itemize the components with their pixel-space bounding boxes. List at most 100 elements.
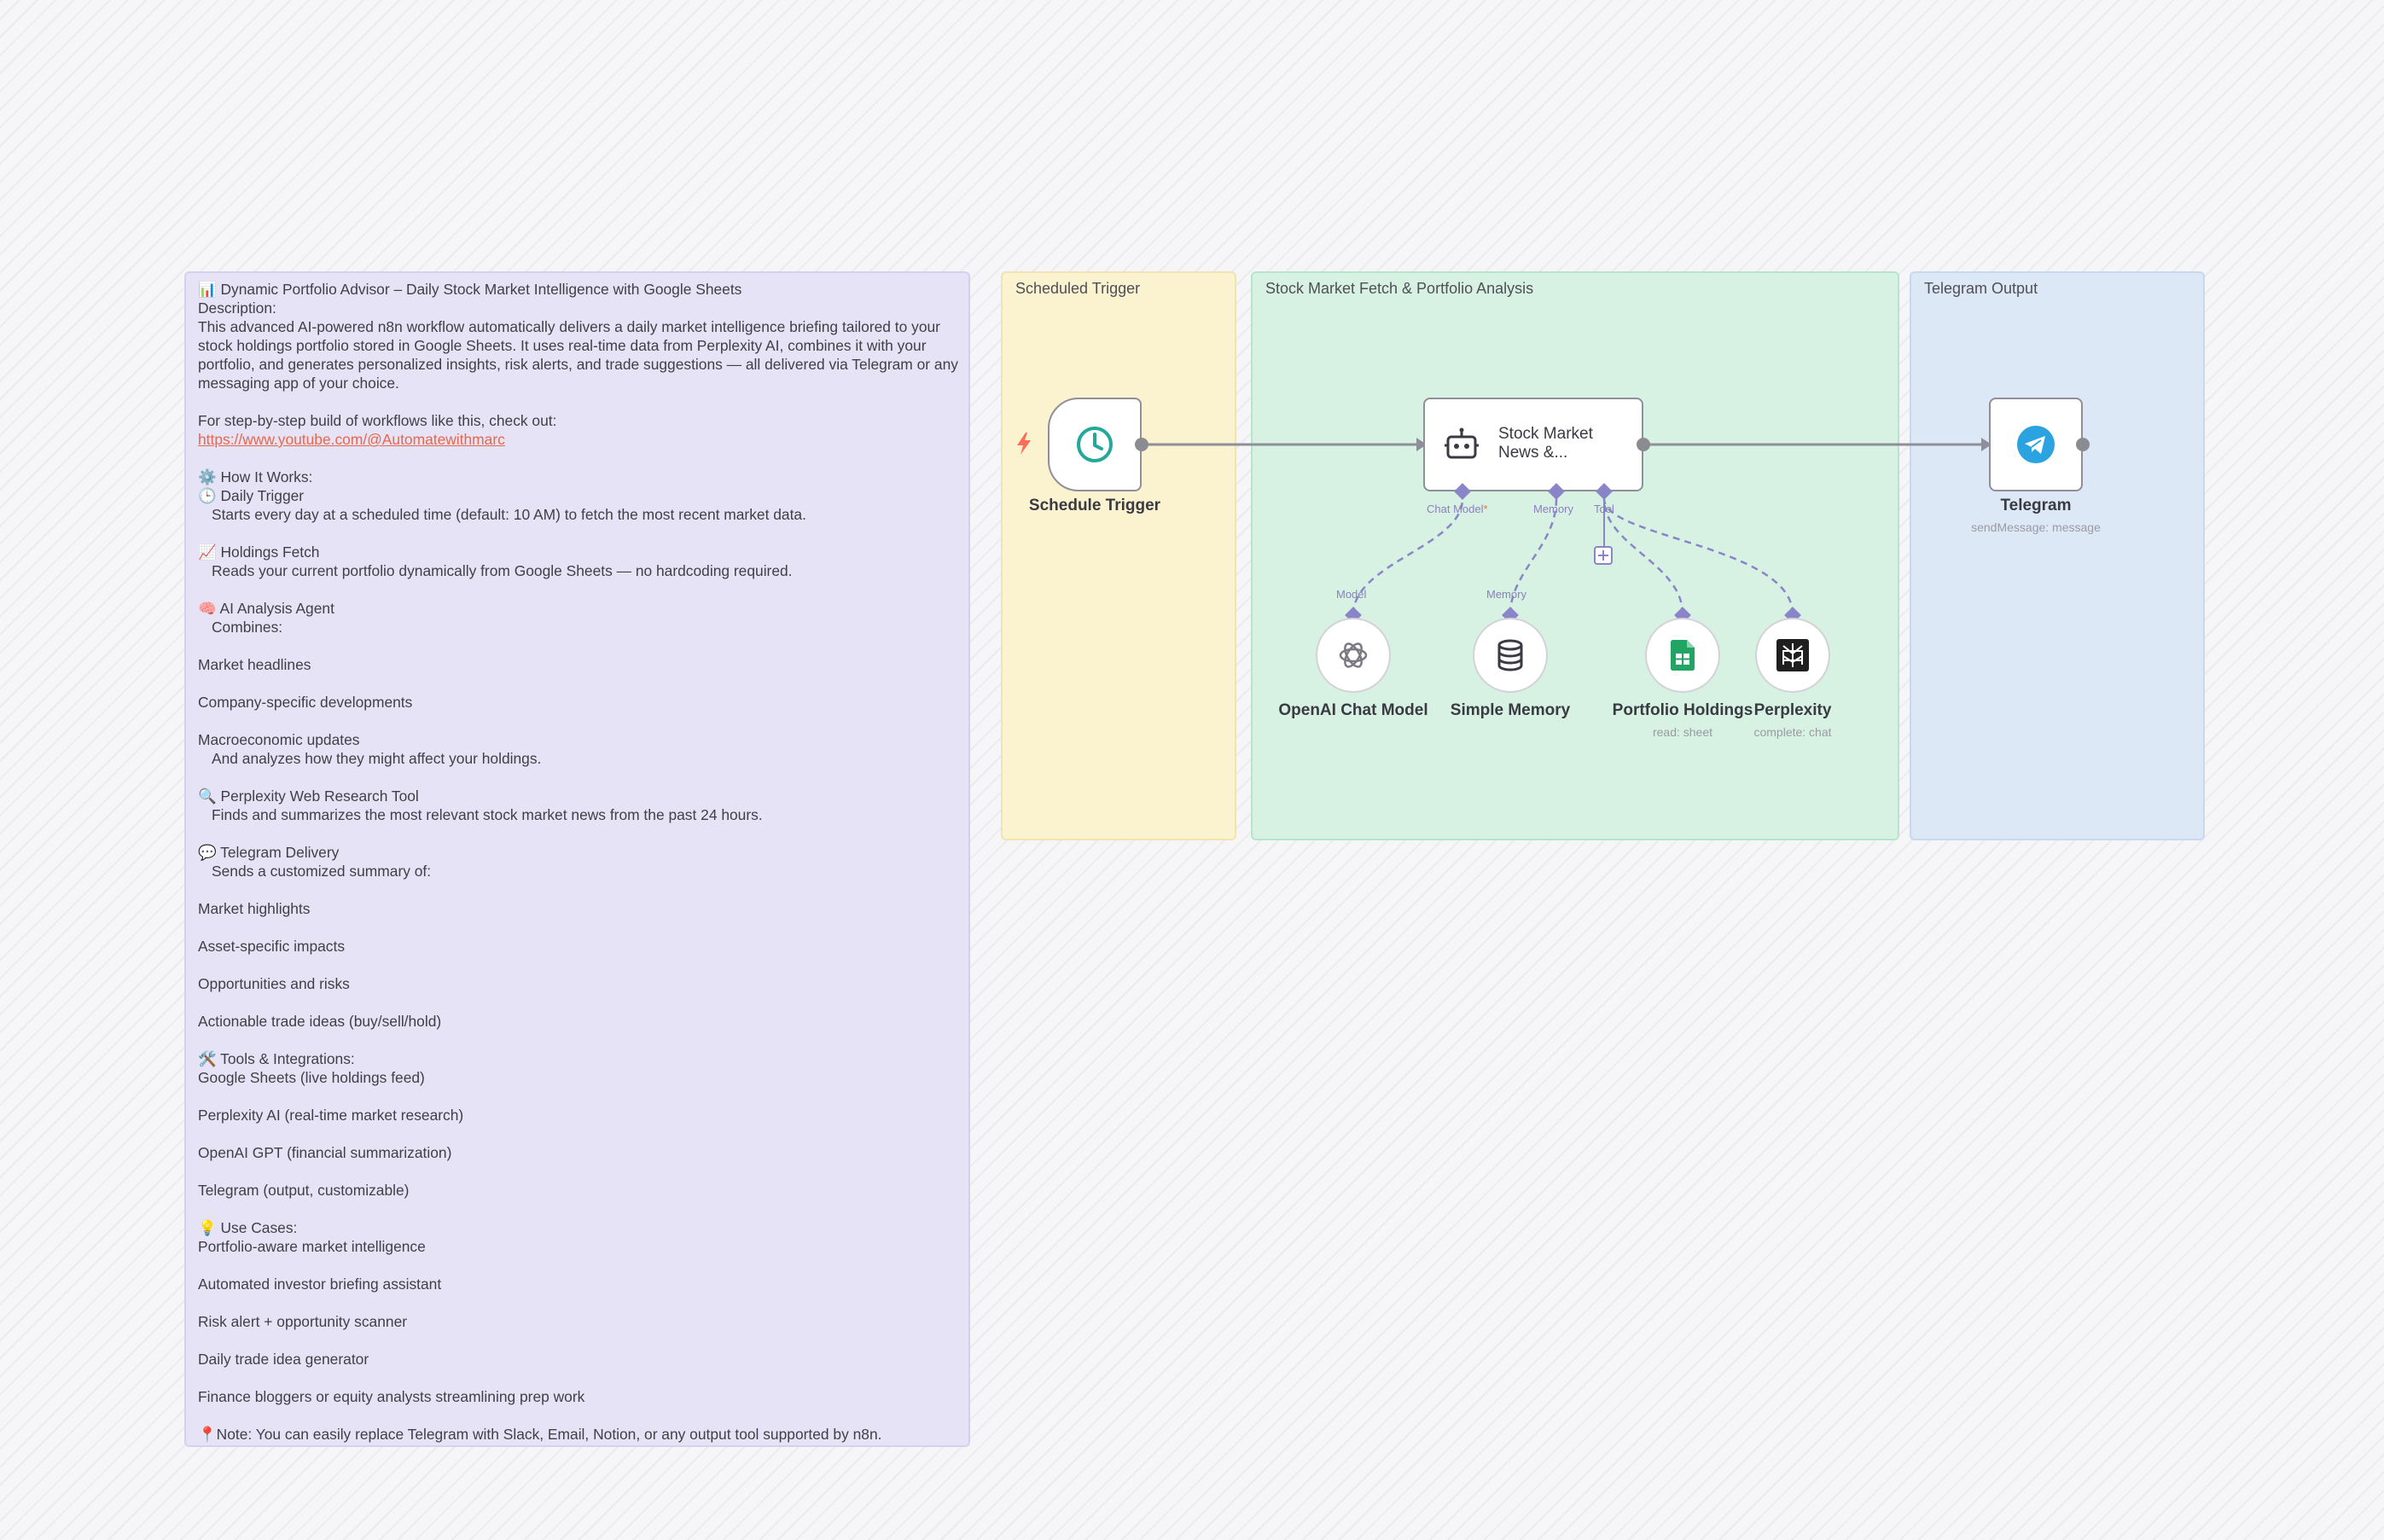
note-line: Portfolio-aware market intelligence — [198, 1238, 426, 1255]
note-spacer — [198, 1369, 957, 1387]
database-icon — [1496, 639, 1525, 671]
note-spacer — [198, 824, 957, 843]
trigger-bolt-icon — [1015, 432, 1032, 456]
perplexity-icon — [1776, 639, 1809, 671]
stock-market-agent-node[interactable]: Stock Market News &... — [1423, 398, 1643, 491]
schedule-trigger-label: Schedule Trigger — [1028, 497, 1161, 514]
note-spacer — [198, 1031, 957, 1049]
note-line: stock holdings portfolio stored in Googl… — [198, 337, 927, 354]
workflow-description-note[interactable]: 📊 Dynamic Portfolio Advisor – Daily Stoc… — [184, 271, 970, 1447]
note-line: Daily trade idea generator — [198, 1351, 369, 1368]
openai-icon — [1336, 638, 1370, 672]
note-line: Opportunities and risks — [198, 975, 350, 992]
note-spacer — [198, 956, 957, 974]
perplexity-label: Perplexity — [1753, 701, 1832, 719]
note-spacer — [198, 1293, 957, 1312]
note-line: 🧠 AI Analysis Agent — [198, 600, 334, 617]
note-line: OpenAI GPT (financial summarization) — [198, 1144, 452, 1161]
perplexity-subtitle: complete: chat — [1753, 725, 1832, 739]
simple-memory-label: Simple Memory — [1450, 701, 1571, 719]
note-line: This advanced AI-powered n8n workflow au… — [198, 318, 940, 335]
group-telegram-output[interactable]: Telegram Output — [1910, 271, 2205, 840]
group-stock-market-analysis[interactable]: Stock Market Fetch & Portfolio Analysis — [1251, 271, 1899, 840]
required-mark: * — [1483, 503, 1488, 515]
note-line: Macroeconomic updates — [198, 731, 360, 748]
group-title: Stock Market Fetch & Portfolio Analysis — [1265, 280, 1534, 297]
chat-model-port-label: Chat Model* — [1427, 503, 1488, 515]
note-line: Google Sheets (live holdings feed) — [198, 1069, 425, 1086]
note-line: Starts every day at a scheduled time (de… — [212, 506, 806, 523]
note-line: 📈 Holdings Fetch — [198, 543, 320, 561]
note-spacer — [198, 1162, 957, 1181]
portfolio-holdings-label: Portfolio Holdings — [1612, 701, 1753, 719]
agent-output-handle[interactable] — [1637, 438, 1650, 451]
note-line: Company-specific developments — [198, 694, 413, 711]
note-line: Telegram (output, customizable) — [198, 1182, 410, 1199]
note-line: Finance bloggers or equity analysts stre… — [198, 1388, 585, 1405]
note-line: Combines: — [212, 619, 283, 636]
robot-icon — [1442, 425, 1481, 464]
telegram-icon — [1991, 399, 2081, 490]
note-line: Finds and summarizes the most relevant s… — [212, 806, 763, 823]
telegram-label: Telegram — [2000, 497, 2072, 514]
note-spacer — [198, 449, 957, 468]
google-sheets-icon — [1671, 640, 1695, 671]
telegram-output-handle[interactable] — [2076, 438, 2090, 451]
telegram-subtitle: sendMessage: message — [1971, 520, 2101, 534]
agent-label-line1: Stock Market — [1498, 425, 1593, 443]
schedule-trigger-node[interactable] — [1048, 398, 1142, 491]
note-spacer — [198, 1256, 957, 1275]
note-spacer — [198, 1406, 957, 1425]
note-spacer — [198, 993, 957, 1012]
note-line: Sends a customized summary of: — [212, 863, 432, 880]
openai-chat-model-node[interactable] — [1316, 618, 1391, 693]
model-port-label: Model — [1336, 588, 1367, 601]
note-line: Automated investor briefing assistant — [198, 1276, 442, 1293]
portfolio-holdings-subtitle: read: sheet — [1652, 725, 1713, 739]
note-line: Market highlights — [198, 900, 311, 917]
note-spacer — [198, 674, 957, 693]
note-spacer — [198, 524, 957, 543]
note-line: 💡 Use Cases: — [198, 1219, 298, 1236]
note-spacer — [198, 392, 957, 411]
note-line: And analyzes how they might affect your … — [212, 750, 542, 767]
note-line: 📍Note: You can easily replace Telegram w… — [198, 1426, 882, 1443]
openai-label: OpenAI Chat Model — [1278, 701, 1428, 719]
note-spacer — [198, 580, 957, 599]
note-line: Market headlines — [198, 656, 311, 673]
agent-label-line2: News &... — [1498, 444, 1568, 462]
group-title: Scheduled Trigger — [1015, 280, 1141, 297]
telegram-node[interactable] — [1989, 398, 2083, 491]
simple-memory-node[interactable] — [1473, 618, 1548, 693]
note-line: For step-by-step build of workflows like… — [198, 412, 557, 429]
perplexity-node[interactable] — [1755, 618, 1830, 693]
note-spacer — [198, 636, 957, 655]
note-line: 🕒 Daily Trigger — [198, 487, 305, 504]
note-spacer — [198, 1200, 957, 1218]
note-line: 📊 Dynamic Portfolio Advisor – Daily Stoc… — [198, 281, 742, 298]
add-tool-button[interactable] — [1594, 546, 1613, 565]
plus-icon — [1598, 550, 1608, 561]
note-line: Reads your current portfolio dynamically… — [212, 562, 793, 579]
note-line: Risk alert + opportunity scanner — [198, 1313, 408, 1330]
note-line: Perplexity AI (real-time market research… — [198, 1107, 464, 1124]
note-link[interactable]: https://www.youtube.com/@Automatewithmar… — [198, 431, 505, 448]
output-handle[interactable] — [1135, 438, 1148, 451]
note-line: 🛠️ Tools & Integrations: — [198, 1050, 355, 1067]
note-line: Description: — [198, 299, 276, 317]
note-spacer — [198, 1087, 957, 1106]
note-line: Actionable trade ideas (buy/sell/hold) — [198, 1013, 442, 1030]
note-line: ⚙️ How It Works: — [198, 468, 313, 485]
note-line: 🔍 Perplexity Web Research Tool — [198, 787, 419, 805]
note-line: 💬 Telegram Delivery — [198, 844, 340, 861]
note-spacer — [198, 1331, 957, 1350]
portfolio-holdings-node[interactable] — [1645, 618, 1720, 693]
note-spacer — [198, 918, 957, 937]
agent-label: Stock Market News &... — [1498, 425, 1593, 462]
note-line: messaging app of your choice. — [198, 375, 399, 392]
note-spacer — [198, 712, 957, 730]
note-spacer — [198, 880, 957, 899]
group-scheduled-trigger[interactable]: Scheduled Trigger — [1001, 271, 1236, 840]
clock-icon — [1050, 399, 1140, 490]
group-title: Telegram Output — [1924, 280, 2038, 297]
